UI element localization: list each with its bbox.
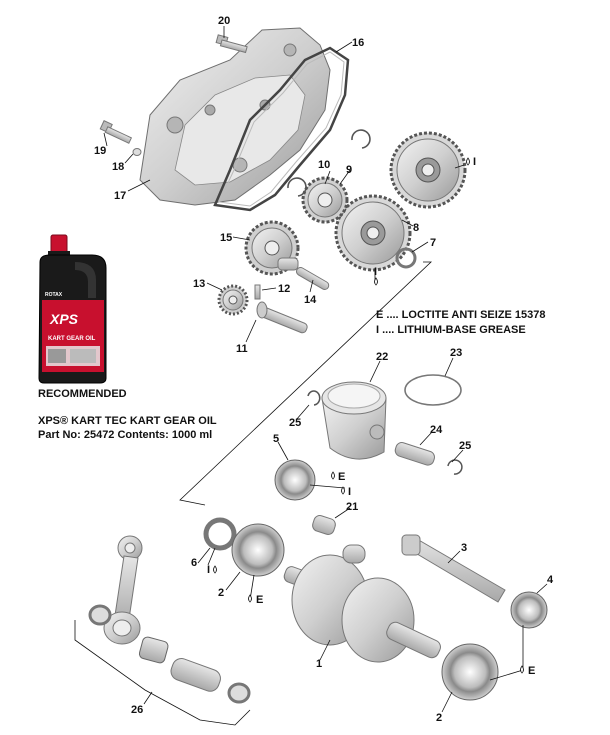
callout-10: 10 — [318, 159, 330, 171]
callout-7: 7 — [430, 237, 436, 249]
gear-8-lower — [334, 194, 412, 272]
callout-17: 17 — [114, 190, 126, 202]
callout-26: 26 — [131, 704, 143, 716]
gear-13 — [217, 284, 249, 316]
callout-numbers: 20 16 19 18 17 10 9 8 7 15 13 12 14 11 2… — [94, 15, 554, 724]
gasket — [213, 46, 350, 212]
piston — [321, 381, 387, 460]
callout-4: 4 — [547, 574, 554, 586]
legend-grease: I .... LITHIUM-BASE GREASE — [376, 324, 526, 336]
oil-recommended: RECOMMENDED — [38, 388, 127, 400]
anti-seize-drop-icon: E — [520, 665, 535, 677]
thrust-washer-left — [88, 604, 112, 626]
circlip-10a — [287, 177, 307, 197]
svg-text:E: E — [528, 665, 535, 677]
callout-13: 13 — [193, 278, 205, 290]
gear-cover — [139, 27, 331, 206]
callout-2-left: 2 — [218, 587, 224, 599]
callout-14: 14 — [304, 294, 317, 306]
callout-5: 5 — [273, 433, 279, 445]
circlip-25a — [307, 390, 321, 406]
needle-bearing-21 — [312, 515, 336, 535]
callout-12: 12 — [278, 283, 290, 295]
bearing-2-right — [441, 643, 499, 701]
shaft-14 — [295, 266, 330, 290]
group-bracket-upper — [179, 261, 433, 506]
callout-25-left: 25 — [289, 417, 301, 429]
crankshaft — [283, 544, 441, 663]
callout-2-right: 2 — [436, 712, 442, 724]
callout-1: 1 — [316, 658, 322, 670]
grease-drop-icon: I — [466, 156, 476, 168]
bottle-brand: ROTAX — [45, 292, 63, 298]
bearing-5 — [274, 459, 316, 501]
bearing-2-left — [231, 523, 285, 577]
circlip-10b — [351, 129, 371, 149]
circlip-25b — [447, 459, 463, 475]
group-bracket-lower — [74, 620, 251, 726]
washer-18 — [132, 148, 142, 156]
piston-pin — [394, 442, 435, 466]
callout-22: 22 — [376, 351, 388, 363]
callout-24: 24 — [430, 424, 443, 436]
callout-3: 3 — [461, 542, 467, 554]
gear-15 — [244, 220, 300, 276]
callout-23: 23 — [450, 347, 462, 359]
grease-drop-icon: I — [341, 486, 351, 498]
grease-drop-icon: I — [207, 564, 217, 576]
anti-seize-drop-icon: E — [331, 471, 345, 483]
callout-15: 15 — [220, 232, 232, 244]
connecting-rod — [103, 535, 143, 645]
callout-21: 21 — [346, 501, 358, 513]
svg-text:I: I — [374, 266, 377, 278]
part-3 — [401, 534, 506, 603]
svg-text:I: I — [473, 156, 476, 168]
callout-16: 16 — [352, 37, 364, 49]
bearing-4 — [510, 591, 548, 629]
washer-7 — [395, 247, 417, 269]
shaft-11 — [256, 301, 308, 334]
piston-ring — [404, 374, 462, 406]
bottle-logo: XPS — [49, 311, 79, 327]
oil-part-info: Part No: 25472 Contents: 1000 ml — [38, 429, 213, 441]
svg-text:I: I — [207, 564, 210, 576]
svg-text:E: E — [256, 594, 263, 606]
bolt-20 — [215, 34, 248, 54]
needle-cage — [138, 636, 169, 664]
grease-drop-icon: I — [374, 266, 378, 286]
gear-8-upper — [389, 131, 467, 209]
svg-text:I: I — [348, 486, 351, 498]
crank-pin — [170, 658, 221, 692]
callout-11: 11 — [236, 343, 248, 355]
callout-19: 19 — [94, 145, 106, 157]
callout-18: 18 — [112, 161, 124, 173]
pin-12 — [254, 284, 261, 300]
callout-9: 9 — [346, 164, 352, 176]
gear-9 — [301, 176, 349, 224]
callout-8: 8 — [413, 222, 419, 234]
svg-text:E: E — [338, 471, 345, 483]
bolt-19 — [99, 120, 133, 144]
seal-6 — [203, 517, 237, 551]
bottle-label: KART GEAR OIL — [48, 336, 96, 342]
callout-25-right: 25 — [459, 440, 471, 452]
callout-6: 6 — [191, 557, 197, 569]
oil-product-name: XPS® KART TEC KART GEAR OIL — [38, 415, 217, 427]
legend-anti-seize: E .... LOCTITE ANTI SEIZE 15378 — [376, 309, 546, 321]
anti-seize-drop-icon: E — [248, 594, 263, 606]
oil-bottle: ROTAX XPS KART GEAR OIL — [38, 234, 107, 384]
lube-markers: I I E I I E E — [207, 156, 535, 677]
thrust-washer-right — [227, 682, 251, 704]
callout-20: 20 — [218, 15, 230, 27]
